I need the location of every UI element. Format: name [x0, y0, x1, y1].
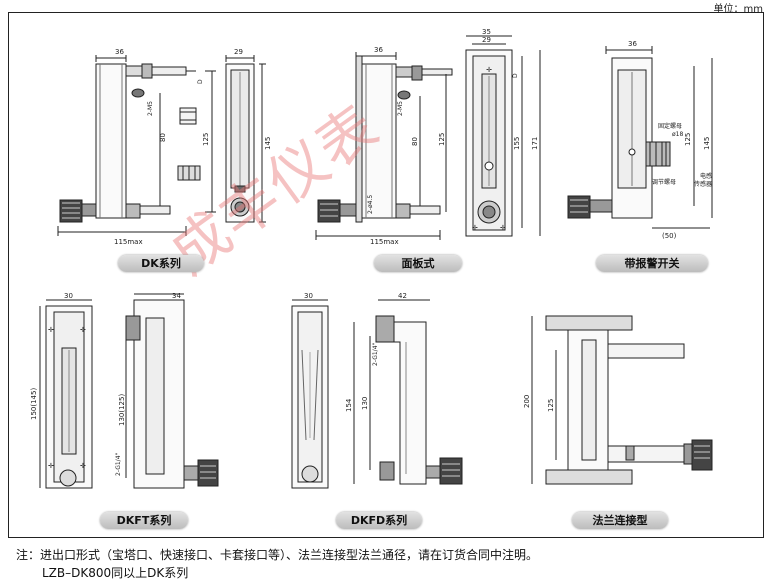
alarm-side-view: [567, 46, 713, 229]
dim-dk-front-width: 29: [234, 48, 243, 56]
svg-text:✛: ✛: [80, 326, 86, 334]
dim-dk-125: 125: [202, 133, 210, 146]
note-line-2: LZB–DK800同以上DK系列: [42, 566, 189, 580]
dim-dk-80: 80: [159, 133, 167, 142]
dim-front-155: 155: [513, 137, 521, 150]
dim-dk-thread: 2-M5: [147, 101, 154, 116]
dim-dk-145: 145: [264, 137, 272, 150]
label-alarm-sensor-2: 传感器: [694, 180, 712, 188]
drawing-frame: [8, 12, 764, 538]
dim-panel-125: 125: [438, 133, 446, 146]
dim-panel-115max: 115max: [370, 238, 399, 246]
dim-dkft-thread: 2-G1/4": [115, 452, 122, 476]
dim-front-29: 29: [482, 36, 491, 44]
caption-flange: 法兰连接型: [572, 512, 668, 529]
dk-side-view: [57, 55, 216, 236]
dim-dkfd-154: 154: [345, 398, 353, 412]
panel-side-view: [315, 52, 453, 240]
dim-dkft-130: 130(125): [118, 394, 126, 426]
flange-view: [531, 315, 713, 485]
dim-alarm-50: (50): [662, 232, 677, 240]
dim-flange-125: 125: [547, 399, 555, 412]
dim-dkft-30: 30: [64, 292, 73, 300]
dkft-front-view: ✛ ✛ ✛ ✛: [39, 299, 93, 489]
caption-dk: DK系列: [118, 255, 204, 272]
dim-dkfd-30: 30: [304, 292, 313, 300]
dkfd-side-view: [353, 299, 463, 485]
svg-text:✛: ✛: [486, 66, 492, 74]
dimension-labels: 36 29 115max 80 125 145 2-M5 D 36 115max…: [30, 28, 712, 476]
svg-text:✛: ✛: [472, 224, 478, 232]
label-alarm-sensor-1: 电感: [700, 172, 712, 180]
dkfd-front-view: [291, 299, 329, 489]
dim-panel-hole: 2-ø4.5: [367, 195, 374, 214]
svg-text:✛: ✛: [80, 462, 86, 470]
dim-alarm-36: 36: [628, 40, 637, 48]
dim-flange-200: 200: [523, 395, 531, 408]
label-alarm-fixed-nut: 固定螺母: [658, 122, 682, 130]
dim-alarm-145: 145: [703, 137, 711, 150]
dim-alarm-d18: ø18: [672, 131, 683, 138]
dim-dk-width: 36: [115, 48, 124, 56]
caption-dkft: DKFT系列: [100, 512, 188, 529]
dim-panel-thread: 2-M5: [397, 101, 404, 116]
dim-alarm-125: 125: [684, 133, 692, 146]
dim-dk-115max: 115max: [114, 238, 143, 246]
label-alarm-adjust-nut: 调节螺母: [652, 178, 676, 186]
dim-front-35: 35: [482, 28, 491, 36]
dim-dk-d: D: [197, 79, 204, 84]
caption-alarm: 带报警开关: [596, 255, 708, 272]
dim-dkft-150: 150(145): [30, 388, 38, 420]
dk-front-view: [225, 55, 266, 223]
dim-panel-width: 36: [374, 46, 383, 54]
caption-panel: 面板式: [374, 255, 462, 272]
panel-front-view: ✛ ✛ ✛: [465, 35, 541, 237]
svg-text:✛: ✛: [48, 462, 54, 470]
dim-front-171: 171: [531, 137, 539, 150]
dkft-side-view: [125, 293, 219, 489]
caption-dkfd: DKFD系列: [336, 512, 422, 529]
dim-panel-80: 80: [411, 137, 419, 146]
unit-label: 单位：mm: [713, 4, 763, 15]
dim-dkfd-130: 130: [361, 397, 369, 410]
svg-text:✛: ✛: [500, 224, 506, 232]
note-line-1: 注：进出口形式（宝塔口、快速接口、卡套接口等）、法兰连接型法兰通径，请在订货合同…: [16, 548, 539, 562]
dim-front-d: D: [512, 73, 519, 78]
dim-dkfd-42: 42: [398, 292, 407, 300]
dim-dkft-34: 34: [172, 292, 181, 300]
svg-text:✛: ✛: [48, 326, 54, 334]
dim-dkfd-thread: 2-G1/4": [372, 342, 379, 366]
